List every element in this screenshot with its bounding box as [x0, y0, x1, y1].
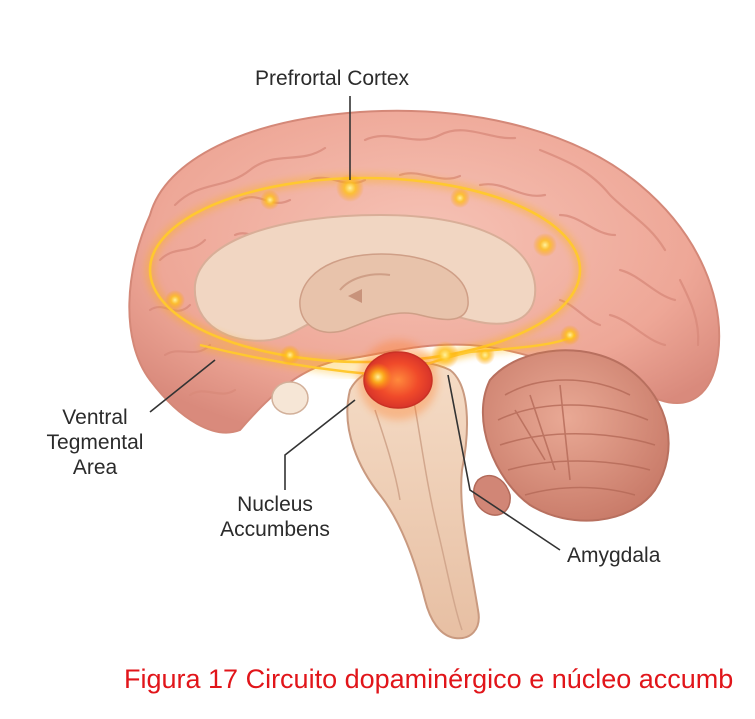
label-vta-line: Area	[30, 455, 160, 480]
label-nac-line: Accumbens	[205, 517, 345, 542]
label-ventral-tegmental-area: Ventral Tegmental Area	[30, 405, 160, 480]
label-amygdala: Amygdala	[567, 543, 660, 568]
label-nac-line: Nucleus	[205, 492, 345, 517]
label-nucleus-accumbens: Nucleus Accumbens	[205, 492, 345, 542]
label-prefrontal-cortex: Prefrortal Cortex	[255, 66, 409, 91]
figure-caption: Figura 17 Circuito dopaminérgico e núcle…	[124, 663, 733, 695]
label-vta-line: Ventral	[30, 405, 160, 430]
label-vta-line: Tegmental	[30, 430, 160, 455]
mammillary-body	[272, 382, 308, 414]
